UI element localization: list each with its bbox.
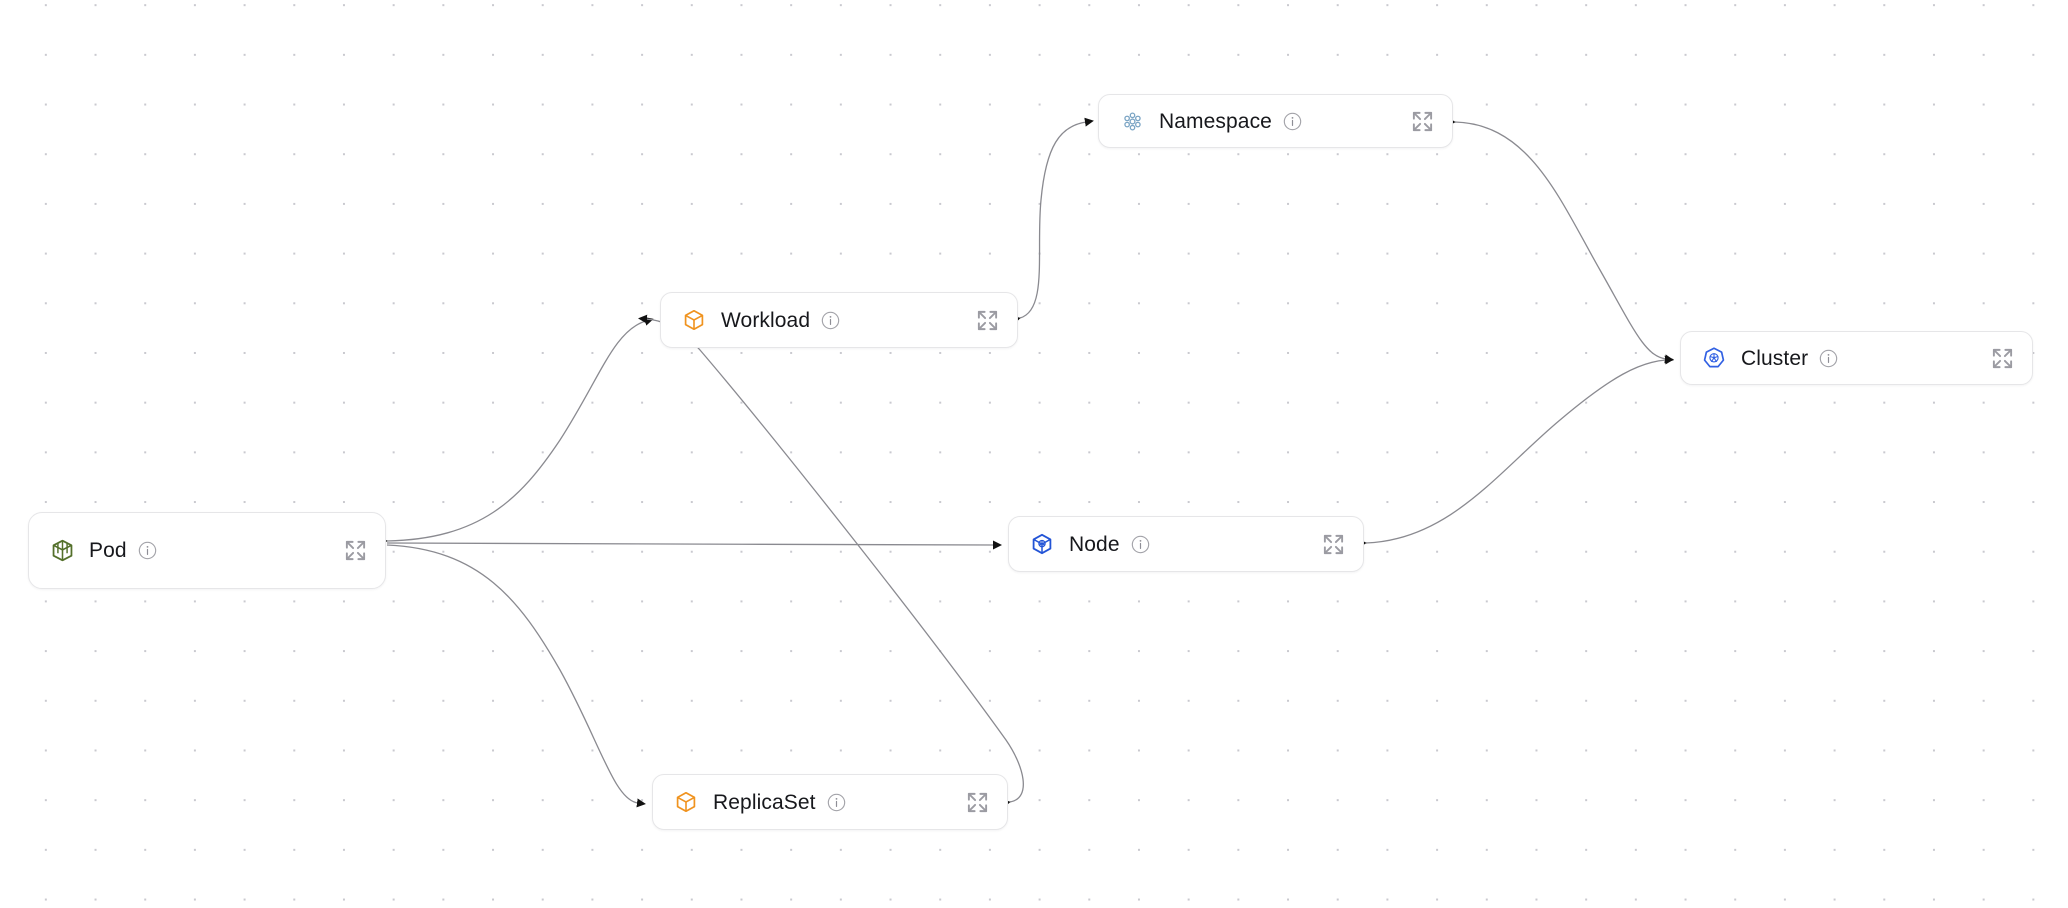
node-label-node: Node xyxy=(1069,532,1120,556)
expand-icon[interactable] xyxy=(1990,346,2014,370)
node-label-cluster: Cluster xyxy=(1741,346,1809,370)
pod-icon xyxy=(49,538,75,564)
graph-node-replicaset[interactable]: ReplicaSet xyxy=(652,774,1008,830)
expand-icon[interactable] xyxy=(965,790,989,814)
expand-icon[interactable] xyxy=(1410,109,1434,133)
info-icon[interactable] xyxy=(1283,112,1302,131)
node-cube-icon xyxy=(1029,531,1055,557)
info-icon[interactable] xyxy=(821,311,840,330)
edge-replicaset-workload xyxy=(638,314,1024,808)
node-label-pod: Pod xyxy=(89,539,127,562)
graph-node-pod[interactable]: Pod xyxy=(28,512,386,589)
graph-node-cluster[interactable]: Cluster xyxy=(1680,331,2033,385)
edge-pod-node xyxy=(386,540,1002,550)
graph-node-workload[interactable]: Workload xyxy=(660,292,1018,348)
edge-pod-workload xyxy=(380,316,654,546)
expand-icon[interactable] xyxy=(1321,532,1345,556)
info-icon[interactable] xyxy=(1819,349,1838,368)
info-icon[interactable] xyxy=(827,793,846,812)
graph-node-node[interactable]: Node xyxy=(1008,516,1364,572)
edge-namespace-cluster xyxy=(1448,117,1674,364)
node-label-replicaset: ReplicaSet xyxy=(713,790,816,814)
expand-icon[interactable] xyxy=(975,308,999,332)
graph-node-namespace[interactable]: Namespace xyxy=(1098,94,1453,148)
expand-icon[interactable] xyxy=(343,539,367,563)
namespace-icon xyxy=(1119,108,1145,134)
node-label-namespace: Namespace xyxy=(1159,109,1272,133)
edge-pod-replicaset xyxy=(386,544,646,808)
node-label-workload: Workload xyxy=(721,308,811,332)
kubernetes-helm-icon xyxy=(1701,345,1727,371)
edge-workload-namespace xyxy=(1012,117,1094,324)
info-icon[interactable] xyxy=(138,541,157,560)
workload-cube-icon xyxy=(681,307,707,333)
replicaset-cube-icon xyxy=(673,789,699,815)
info-icon[interactable] xyxy=(1131,535,1150,554)
edge-node-cluster xyxy=(1359,355,1674,548)
